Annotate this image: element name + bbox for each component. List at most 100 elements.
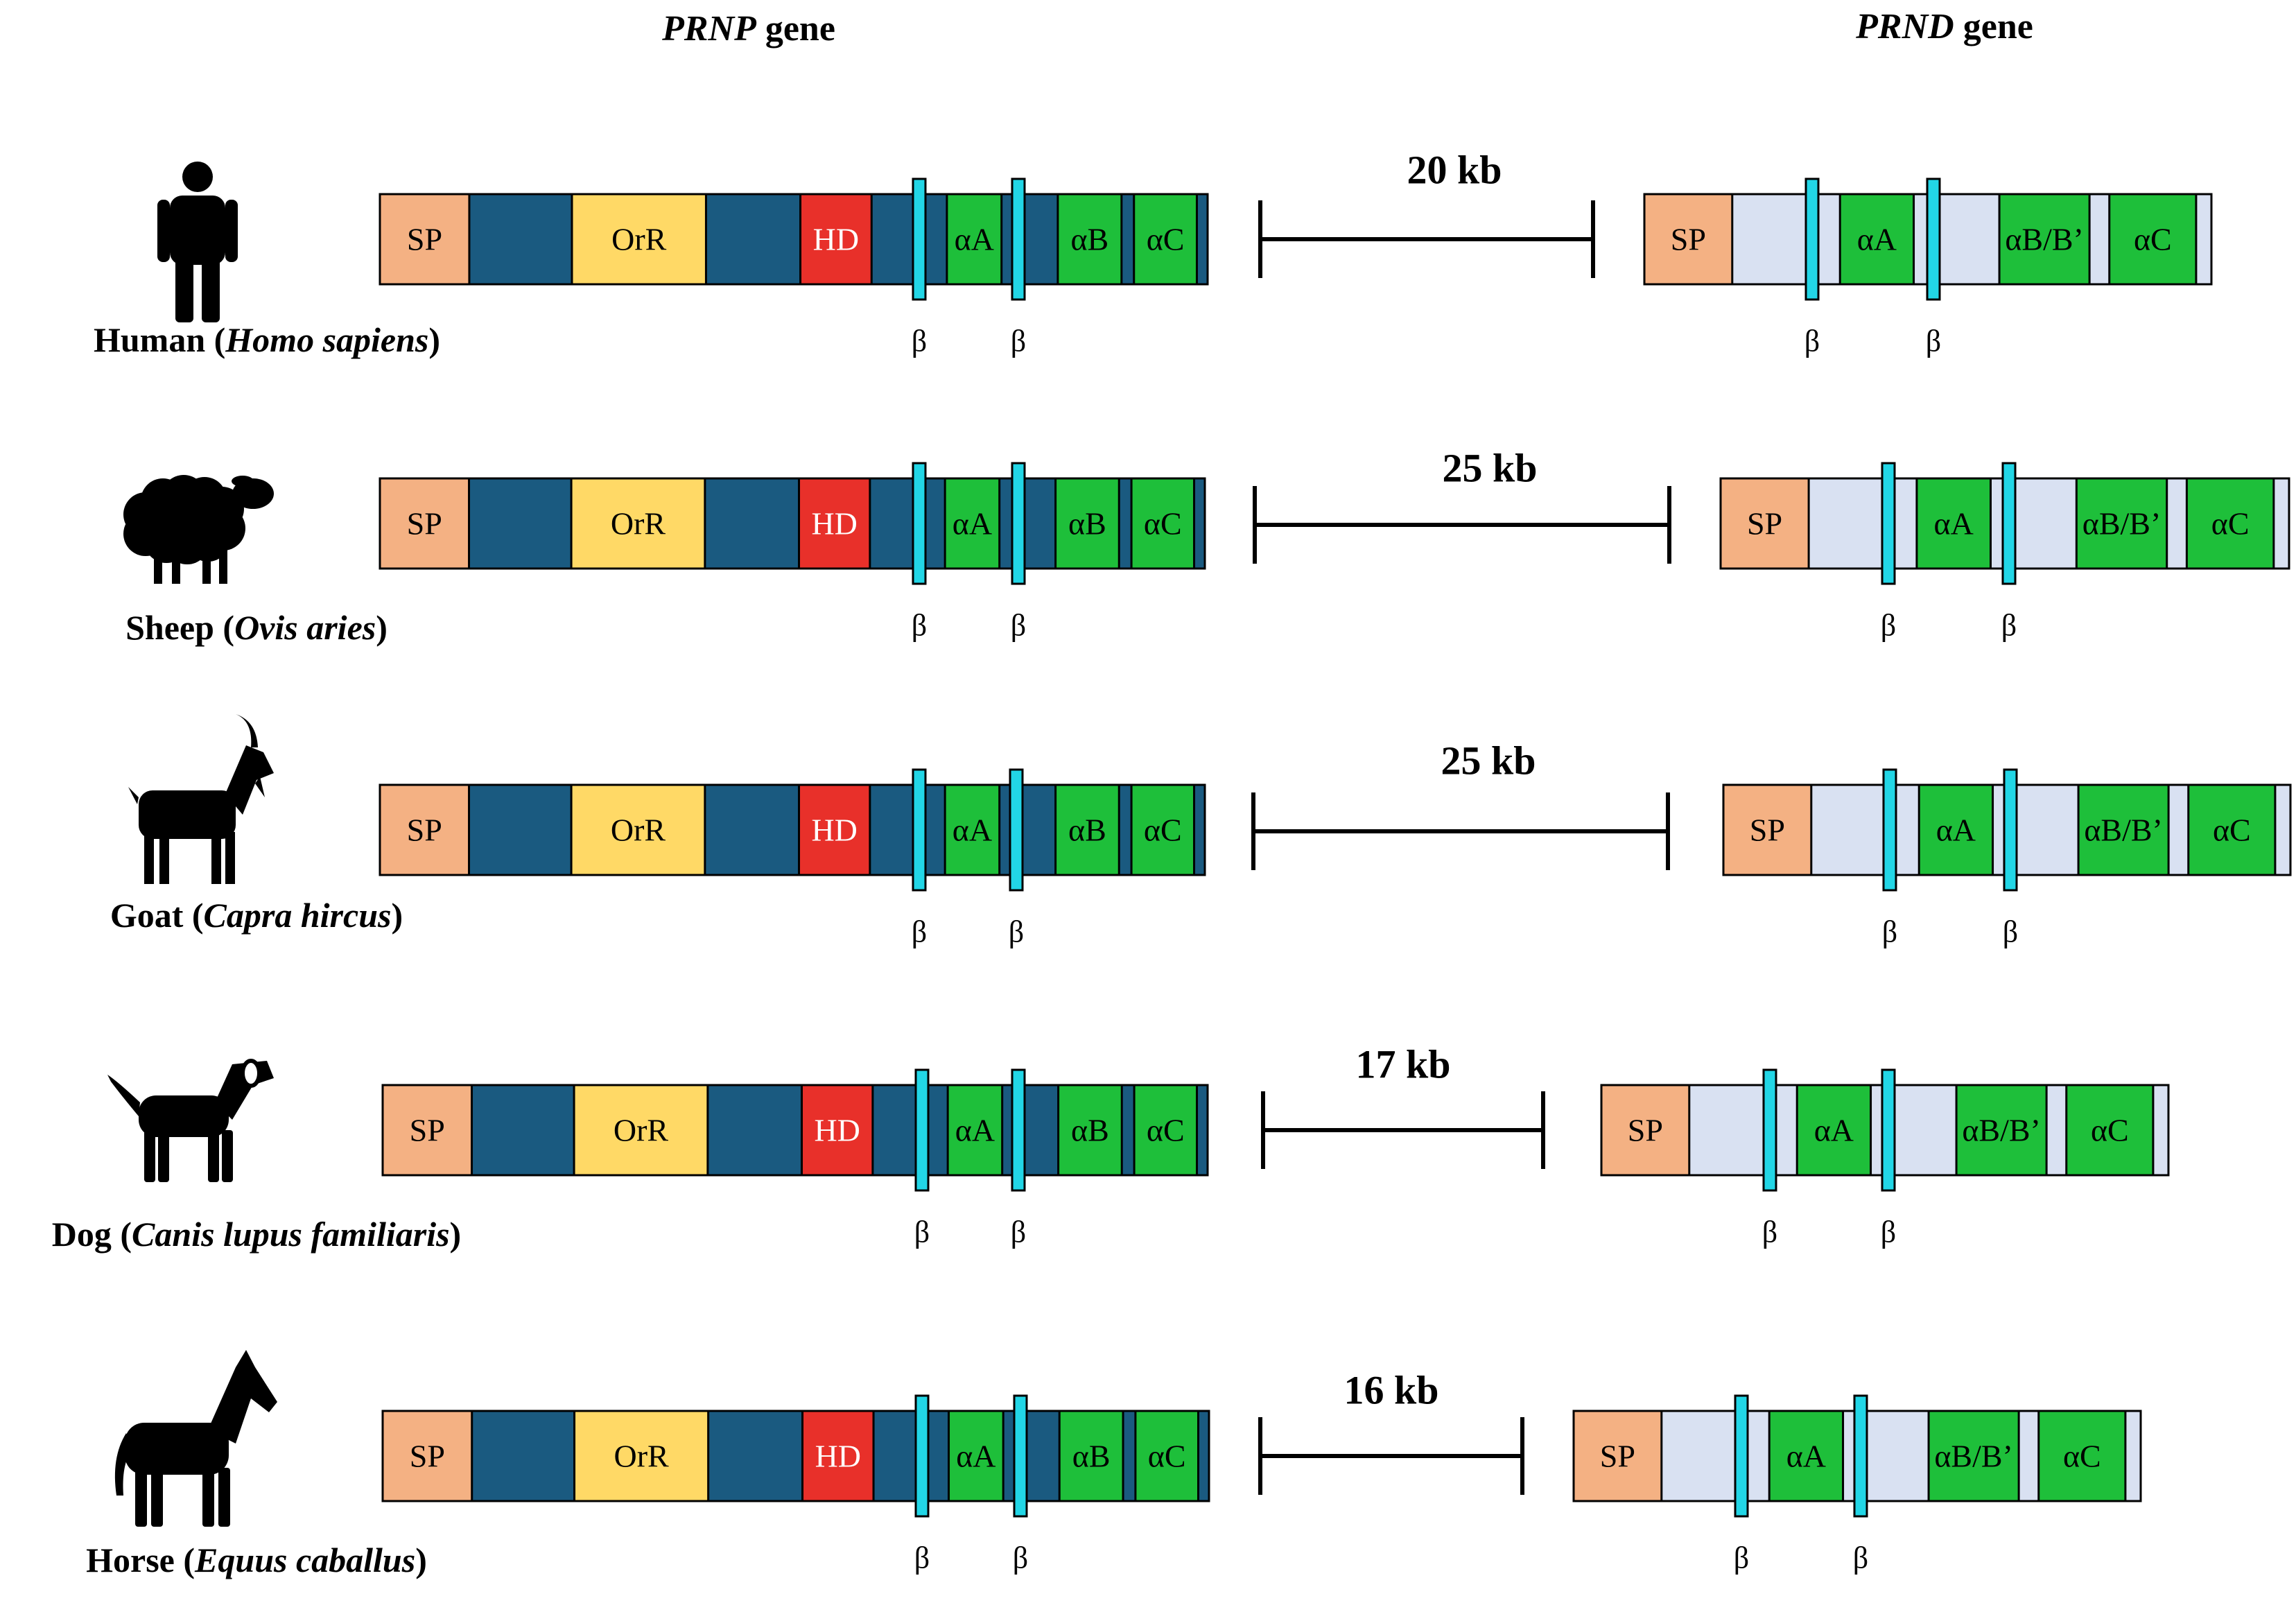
prnp-beta-strand: β: [914, 1068, 930, 1249]
domain-label: SP: [407, 222, 442, 257]
intergenic-distance: 25 kb: [1253, 446, 1671, 564]
common-name: Horse (: [86, 1541, 195, 1579]
domain-label: αC: [2134, 222, 2172, 257]
latin-name: Homo sapiens: [225, 320, 428, 359]
beta-label: β: [914, 1215, 930, 1249]
domain-label: SP: [407, 506, 442, 541]
domain-label: αB/B’: [2084, 813, 2163, 848]
prnd-beta-strand: β: [1881, 1068, 1896, 1249]
domain-label: αC: [1148, 1439, 1186, 1474]
prnp-beta-strand: β: [1013, 1394, 1028, 1575]
prnd-sp-domain: SP: [1572, 1410, 1663, 1502]
prnp-beta-strand: β: [1011, 177, 1026, 358]
prnd-alpha-bb-domain: αB/B’: [1927, 1410, 2020, 1502]
prnd-alpha-c-domain: αC: [2065, 1084, 2155, 1177]
latin-name: Capra hircus: [204, 896, 392, 935]
domain-label: αC: [1147, 222, 1185, 257]
prnd-alpha-c-domain: αC: [2187, 783, 2277, 876]
prnd-beta-strand: β: [2003, 768, 2018, 949]
beta-label: β: [1009, 915, 1024, 949]
beta-label: β: [912, 324, 927, 358]
prnp-gene: SP OrR HD αA αB αC β β: [381, 1068, 1209, 1249]
domain-label: SP: [1671, 222, 1706, 257]
prnd-beta-strand: β: [1804, 177, 1820, 358]
intergenic-distance: 16 kb: [1258, 1368, 1524, 1495]
beta-label: β: [914, 1541, 930, 1575]
domain-label: SP: [1750, 813, 1785, 848]
domain-label: αA: [956, 1439, 995, 1474]
prnp-alpha-b-domain: αB: [1056, 193, 1123, 286]
prnd-sp-domain: SP: [1719, 477, 1810, 570]
domain-label: αB/B’: [2082, 506, 2162, 541]
prnd-beta-strand: β: [2001, 462, 2017, 643]
domain-label: OrR: [611, 813, 666, 848]
prnp-orr-domain: OrR: [570, 477, 706, 570]
domain-label: HD: [813, 222, 859, 257]
domain-label: αA: [1857, 222, 1897, 257]
prnd-beta-strand: β: [1762, 1068, 1777, 1249]
prnd-alpha-a-domain: αA: [1915, 477, 1992, 570]
domain-label: αC: [2211, 506, 2250, 541]
domain-label: αA: [1786, 1439, 1826, 1474]
domain-label: αB/B’: [2005, 222, 2084, 257]
prnp-beta-strand: β: [1011, 462, 1026, 643]
prnp-alpha-c-domain: αC: [1133, 1084, 1199, 1177]
prnd-header: PRND gene: [1855, 7, 2033, 46]
domain-label: HD: [811, 506, 857, 541]
prnd-alpha-a-domain: αA: [1838, 193, 1915, 286]
prnp-alpha-c-domain: αC: [1130, 477, 1196, 570]
domain-label: SP: [407, 813, 442, 848]
prnp-beta-strand: β: [912, 462, 927, 643]
beta-label: β: [2001, 609, 2017, 643]
prnp-beta-strand: β: [1011, 1068, 1026, 1249]
domain-label: HD: [811, 813, 857, 848]
intergenic-distance: 25 kb: [1251, 738, 1670, 870]
domain-label: SP: [410, 1113, 445, 1148]
prnp-alpha-b-domain: αB: [1057, 1084, 1123, 1177]
domain-label: αB: [1071, 1113, 1109, 1148]
prnp-orr-domain: OrR: [573, 1410, 710, 1502]
domain-label: SP: [1628, 1113, 1663, 1148]
prnp-alpha-a-domain: αA: [948, 1410, 1004, 1502]
prnp-hd-domain: HD: [801, 1410, 875, 1502]
domain-label: αC: [1144, 813, 1182, 848]
prnp-alpha-a-domain: αA: [946, 1084, 1004, 1177]
goat-icon: [128, 714, 274, 884]
prnd-alpha-a-domain: αA: [1768, 1410, 1845, 1502]
species-label: Horse (Equus caballus): [86, 1541, 427, 1579]
horse-icon: [114, 1350, 277, 1527]
beta-label: β: [912, 915, 927, 949]
prnp-beta-strand: β: [912, 177, 927, 358]
domain-label: αA: [953, 506, 992, 541]
intergenic-distance: 17 kb: [1261, 1042, 1545, 1169]
domain-label: OrR: [611, 222, 667, 257]
prnp-hd-domain: HD: [801, 1084, 874, 1177]
domain-label: αA: [1814, 1113, 1854, 1148]
prnp-alpha-b-domain: αB: [1054, 783, 1120, 876]
prnp-alpha-b-domain: αB: [1054, 477, 1120, 570]
prnd-alpha-bb-domain: αB/B’: [1955, 1084, 2048, 1177]
prnp-alpha-c-domain: αC: [1130, 783, 1196, 876]
beta-label: β: [1734, 1541, 1749, 1575]
prnp-orr-domain: OrR: [573, 1084, 709, 1177]
intergenic-distance: 20 kb: [1258, 148, 1595, 278]
beta-label: β: [1011, 1215, 1026, 1249]
domain-label: αA: [1936, 813, 1976, 848]
prnp-hd-domain: HD: [799, 193, 873, 286]
domain-label: αC: [1144, 506, 1182, 541]
domain-label: SP: [1747, 506, 1782, 541]
prnd-alpha-a-domain: αA: [1917, 783, 1994, 876]
prnp-alpha-a-domain: αA: [943, 477, 1001, 570]
prnp-hd-domain: HD: [798, 783, 871, 876]
beta-label: β: [1804, 324, 1820, 358]
prnd-alpha-c-domain: αC: [2185, 477, 2275, 570]
domain-label: αC: [2091, 1113, 2129, 1148]
